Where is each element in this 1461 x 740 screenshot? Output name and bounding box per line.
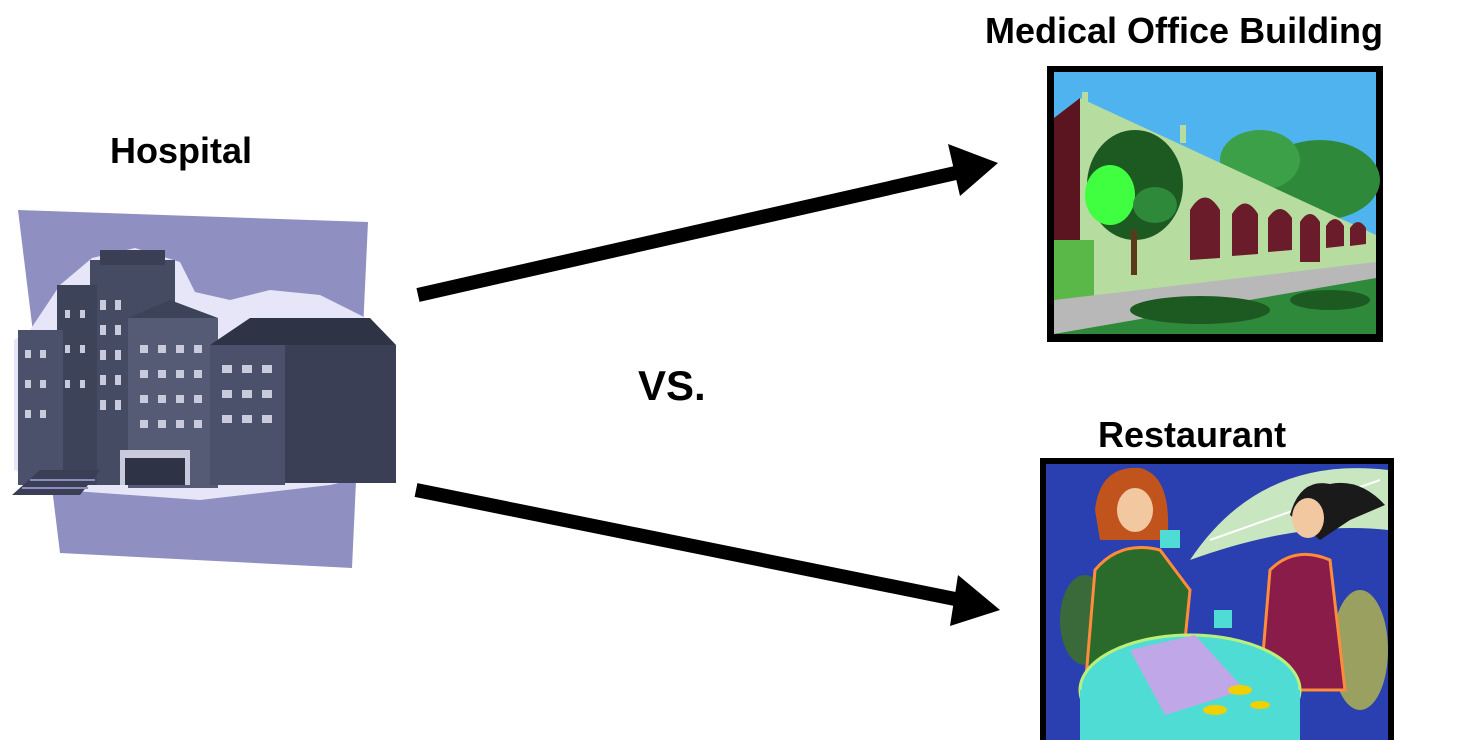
restaurant-label: Restaurant [1098, 414, 1287, 455]
medical-office-building-icon [1047, 66, 1383, 342]
restaurant-icon [1040, 458, 1394, 740]
medical-office-building-label: Medical Office Building [985, 10, 1384, 51]
vs-label: VS. [638, 362, 706, 409]
arrow-to-medical-office-icon [416, 144, 998, 302]
arrow-to-restaurant-icon [414, 483, 1000, 626]
hospital-icon [12, 210, 396, 568]
hospital-label: Hospital [110, 130, 253, 171]
